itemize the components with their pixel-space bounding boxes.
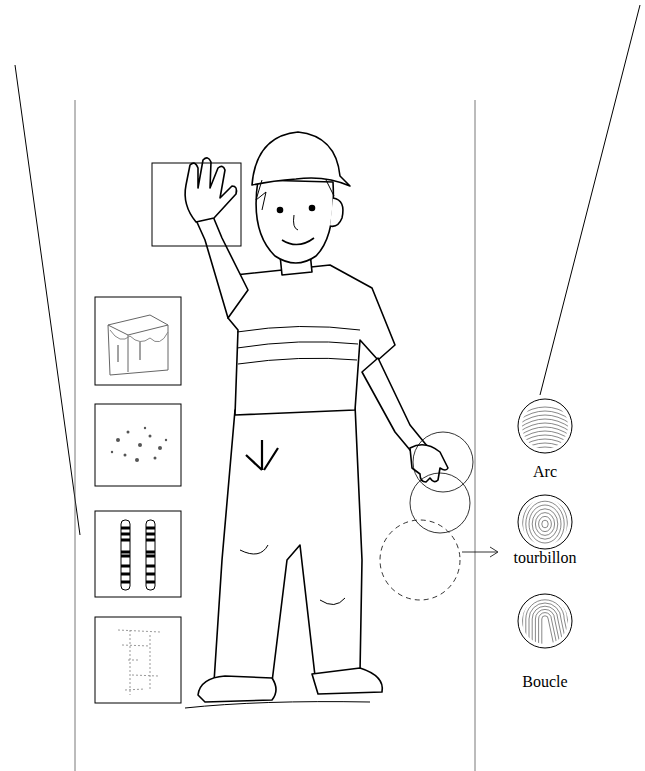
fingerprint-border [518, 594, 572, 648]
raised-arm [196, 214, 248, 318]
pants-fold [246, 440, 278, 470]
chromosome-pair [121, 520, 155, 590]
eye [310, 206, 315, 211]
cell-dots [111, 427, 167, 462]
hand-box [152, 163, 241, 246]
raised-hand [185, 158, 236, 222]
ground [185, 702, 370, 708]
dna-strand [118, 630, 160, 695]
chromosome-box [95, 511, 181, 597]
pointer-arrow [462, 552, 497, 553]
fingerprint-border [518, 399, 572, 453]
cell-box [95, 404, 181, 486]
boy-figure [185, 132, 448, 708]
skin-detail [118, 342, 140, 362]
leader-line [540, 5, 640, 395]
fingerprint-outline [495, 494, 595, 550]
arrow-head [490, 547, 498, 557]
zoom-circle [380, 520, 460, 600]
skin-layer [110, 330, 168, 342]
cap [252, 132, 350, 186]
frame-line [475, 100, 476, 771]
fingerprint-ridges [519, 584, 573, 647]
ear [330, 198, 343, 226]
zoom-circles [380, 432, 498, 600]
skin-block [108, 315, 168, 375]
dna-box [95, 617, 181, 703]
fingerprint-outline [495, 593, 595, 649]
fingerprint-circle: Arc [495, 398, 595, 483]
pattern-label: tourbillon [495, 549, 595, 567]
mouth [282, 238, 314, 245]
shirt [228, 265, 395, 415]
nose [294, 215, 299, 230]
zoom-circle [413, 432, 473, 492]
pattern-label: Arc [495, 463, 595, 481]
zoom-circle [410, 473, 470, 533]
pants [214, 405, 362, 682]
pattern-label: Boucle [495, 673, 595, 691]
fingerprint-ridges [519, 407, 571, 460]
leader-line [15, 65, 80, 535]
hair [256, 180, 334, 210]
frame-line [75, 100, 76, 771]
face [256, 180, 333, 263]
shirt-stripe [237, 326, 360, 364]
skin-box [95, 297, 181, 385]
fingerprint-border [518, 495, 572, 549]
fingerprint-ridges [519, 494, 570, 555]
eye [278, 208, 283, 213]
shoe [312, 668, 382, 694]
fingerprint-circle: tourbillon [495, 494, 595, 569]
fingerprint-outline [495, 398, 595, 454]
detail-boxes [95, 163, 241, 703]
fingerprint-circle: Boucle [495, 593, 595, 693]
pants-fold [240, 545, 345, 605]
shoe [198, 676, 276, 702]
